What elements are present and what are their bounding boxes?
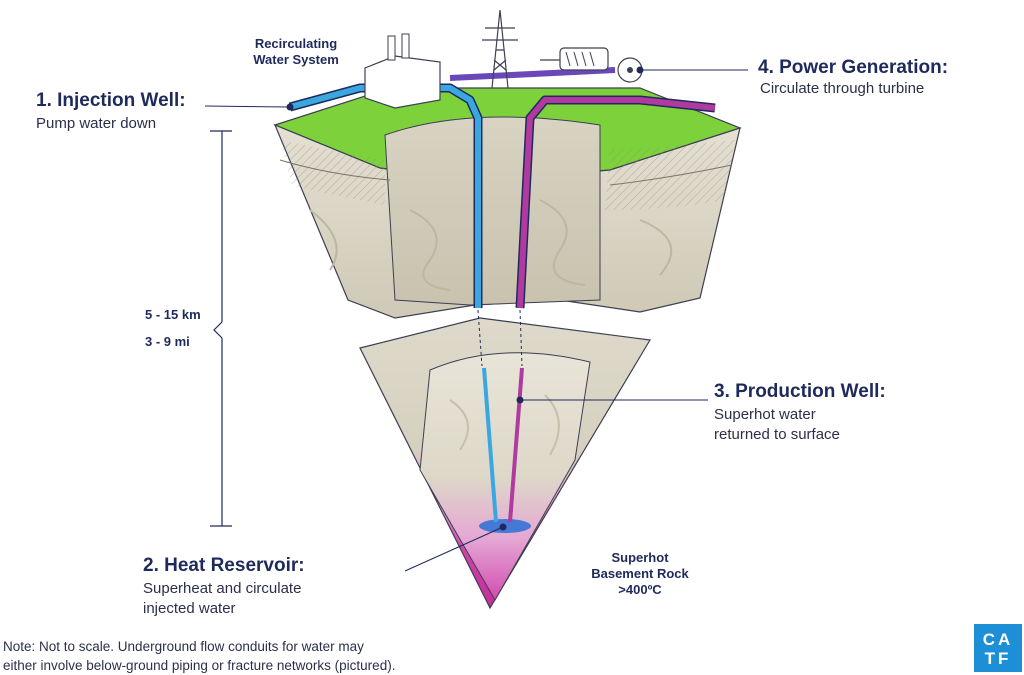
basement-line-2: Basement Rock (591, 566, 689, 581)
transmission-tower (482, 9, 518, 89)
footnote: Note: Not to scale. Underground flow con… (3, 637, 395, 675)
rock-contour-1 (409, 209, 451, 291)
production-desc-line-2: returned to surface (714, 426, 840, 443)
cone-contour-1 (449, 399, 469, 451)
rock-contour-2 (539, 199, 586, 286)
depth-bracket (210, 130, 232, 527)
heat-reservoir-title: 2. Heat Reservoir: (143, 555, 305, 576)
strata-band-right (605, 140, 735, 210)
recirculating-line-2: Water System (253, 52, 339, 67)
production-well-desc: Superhot water returned to surface (714, 405, 840, 445)
power-generation-title: 4. Power Generation: (758, 57, 949, 78)
leader-lines (204, 69, 748, 572)
rock-contour-4 (309, 209, 338, 271)
injection-pipe-deep (482, 367, 498, 523)
catf-logo: CA TF (974, 624, 1022, 672)
basement-line-1: Superhot (611, 550, 669, 565)
turbine-link-pipe (449, 67, 616, 81)
depth-km: 5 - 15 km (145, 307, 201, 322)
heat-reservoir-desc: Superheat and circulate injected water (143, 579, 301, 619)
recirculating-label: Recirculating Water System (240, 36, 352, 68)
reservoir-desc-line-2: injected water (143, 600, 236, 617)
basement-line-3: >400ºC (618, 582, 662, 597)
rock-cutaway (384, 116, 601, 306)
strata-line-2 (609, 164, 733, 186)
leader-dots (286, 66, 644, 531)
depth-mi: 3 - 9 mi (145, 334, 190, 349)
recirculating-line-1: Recirculating (254, 36, 338, 51)
production-pipe-deep (508, 367, 524, 523)
logo-line-2: TF (984, 649, 1012, 668)
reservoir-desc-line-1: Superheat and circulate (143, 580, 302, 597)
strata-line-1 (279, 159, 391, 181)
cone-cutaway (419, 352, 591, 602)
basement-rock-label: Superhot Basement Rock >400ºC (580, 550, 700, 598)
upper-earth-block (273, 87, 742, 319)
lower-cone-block (359, 317, 651, 610)
rock-contour-3 (639, 219, 673, 276)
production-desc-line-1: Superhot water (714, 406, 816, 423)
turbine-generator (540, 47, 643, 83)
injection-well-title: 1. Injection Well: (36, 90, 186, 111)
power-generation-desc: Circulate through turbine (760, 80, 925, 97)
footnote-line-1: Note: Not to scale. Underground flow con… (3, 639, 364, 654)
injection-well-desc: Pump water down (36, 115, 157, 132)
footnote-line-2: either involve below-ground piping or fr… (3, 658, 396, 673)
pipes (288, 67, 716, 523)
production-well-title: 3. Production Well: (714, 381, 886, 402)
logo-line-1: CA (982, 630, 1014, 649)
recirculating-water-building (364, 33, 441, 109)
